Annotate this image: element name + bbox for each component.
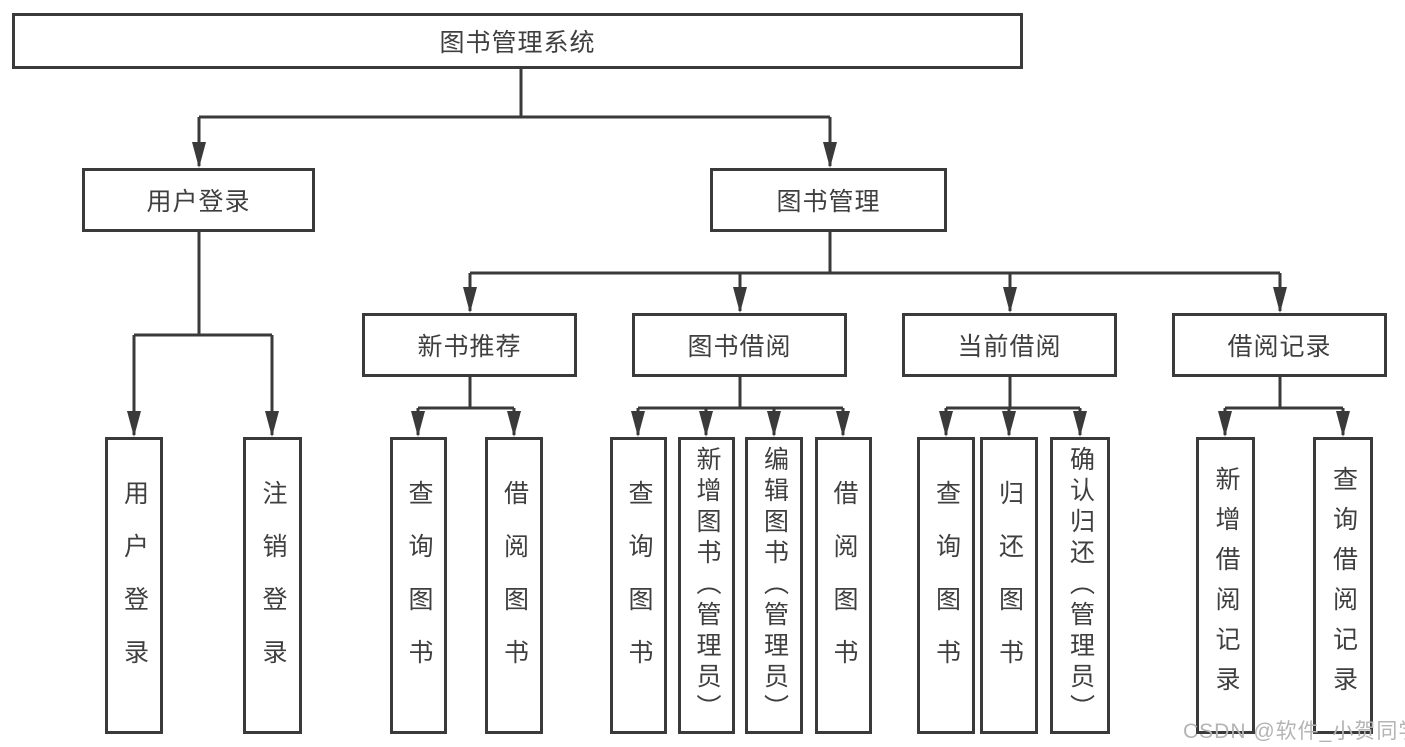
arrowhead bbox=[1218, 411, 1232, 437]
leaf-borrow-add-books-admin: 新增图书（管理员） bbox=[678, 437, 735, 734]
arrowhead bbox=[699, 411, 713, 437]
connector-root-to-level2 bbox=[197, 68, 832, 166]
node-user-login: 用户登录 bbox=[82, 168, 315, 232]
leaf-label: 查询借阅记录 bbox=[1329, 465, 1358, 706]
leaf-recommend-query-books: 查询图书 bbox=[390, 437, 447, 734]
arrowhead bbox=[733, 287, 747, 313]
connector-userlogin-to-leaves bbox=[132, 232, 274, 435]
node-current-borrow: 当前借阅 bbox=[902, 313, 1117, 377]
arrowhead bbox=[939, 411, 953, 437]
leaf-label: 借阅图书 bbox=[830, 479, 858, 692]
node-root-system: 图书管理系统 bbox=[12, 13, 1023, 69]
leaf-label: 查询图书 bbox=[932, 479, 961, 692]
leaf-borrow-query-books: 查询图书 bbox=[610, 437, 667, 734]
arrowhead bbox=[631, 411, 645, 437]
leaf-label: 查询图书 bbox=[405, 479, 433, 692]
leaf-label: 新增图书（管理员） bbox=[693, 446, 721, 725]
arrowhead bbox=[823, 142, 837, 168]
connector-records-to-leaves bbox=[1223, 377, 1345, 435]
leaf-logout: 注销登录 bbox=[243, 437, 302, 734]
node-borrow-records: 借阅记录 bbox=[1172, 313, 1387, 377]
connector-recommend-to-leaves bbox=[416, 377, 516, 435]
leaf-records-query-record: 查询借阅记录 bbox=[1313, 437, 1373, 734]
leaf-user-login: 用户登录 bbox=[105, 437, 163, 734]
leaf-label: 查询图书 bbox=[625, 479, 653, 692]
leaf-label: 注销登录 bbox=[259, 479, 287, 692]
connector-bookmgmt-to-level3 bbox=[468, 232, 1282, 311]
arrowhead bbox=[1273, 287, 1287, 313]
arrowhead bbox=[836, 411, 850, 437]
connector-borrow-to-leaves bbox=[636, 377, 845, 435]
arrowhead bbox=[1073, 411, 1087, 437]
leaf-current-confirm-return-admin: 确认归还（管理员） bbox=[1050, 437, 1110, 734]
arrowhead bbox=[767, 411, 781, 437]
leaf-label: 用户登录 bbox=[120, 479, 149, 692]
leaf-current-query-books: 查询图书 bbox=[917, 437, 975, 734]
arrowhead bbox=[1003, 287, 1017, 313]
arrowhead bbox=[411, 411, 425, 437]
arrowhead bbox=[1336, 411, 1350, 437]
node-new-book-recommend: 新书推荐 bbox=[362, 313, 577, 377]
node-book-borrow: 图书借阅 bbox=[632, 313, 847, 377]
leaf-label: 编辑图书（管理员） bbox=[760, 446, 789, 725]
csdn-watermark: CSDN @软件_小贺同学 bbox=[1183, 720, 1405, 743]
arrowhead bbox=[127, 411, 141, 437]
leaf-label: 确认归还（管理员） bbox=[1066, 446, 1095, 725]
arrowhead bbox=[1002, 411, 1016, 437]
arrowhead bbox=[192, 142, 206, 168]
leaf-label: 归还图书 bbox=[995, 479, 1024, 692]
arrowhead bbox=[507, 411, 521, 437]
leaf-recommend-borrow-books: 借阅图书 bbox=[485, 437, 543, 734]
leaf-borrow-edit-books-admin: 编辑图书（管理员） bbox=[745, 437, 803, 734]
arrowhead bbox=[463, 287, 477, 313]
leaf-current-return-books: 归还图书 bbox=[980, 437, 1038, 734]
leaf-label: 借阅图书 bbox=[500, 479, 529, 692]
node-book-management: 图书管理 bbox=[710, 168, 947, 232]
leaf-label: 新增借阅记录 bbox=[1212, 465, 1240, 706]
leaf-records-add-record: 新增借阅记录 bbox=[1196, 437, 1255, 734]
connector-current-to-leaves bbox=[944, 377, 1082, 435]
arrowhead bbox=[265, 411, 279, 437]
leaf-borrow-borrow-books: 借阅图书 bbox=[815, 437, 872, 734]
